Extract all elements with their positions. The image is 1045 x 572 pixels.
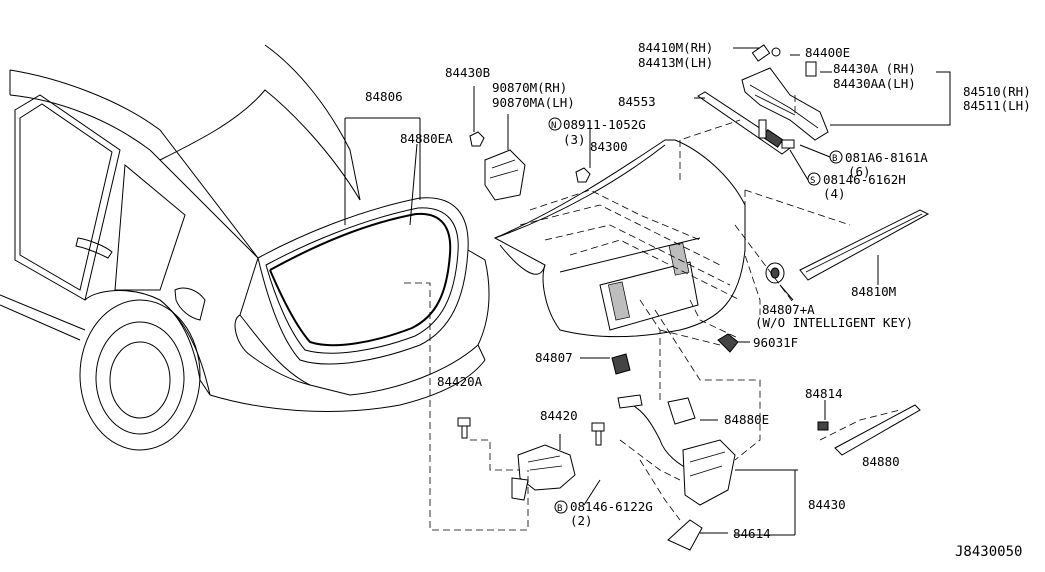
callout-081a6-qty: (6) <box>848 164 871 179</box>
marker-b-08146: B <box>557 504 562 514</box>
callout-08146-6162: 08146-6162H <box>823 172 906 187</box>
marker-n: N <box>551 121 556 131</box>
callout-90870ma: 90870MA(LH) <box>492 95 575 110</box>
callout-84807a-note: (W/O INTELLIGENT KEY) <box>755 315 913 330</box>
callout-84510: 84510(RH) <box>963 84 1031 99</box>
callout-84807a: 84807+A <box>762 302 815 317</box>
callout-08146-6122-qty: (2) <box>570 513 593 528</box>
callout-84400e: 84400E <box>805 45 850 60</box>
callout-84410m: 84410M(RH) <box>638 40 713 55</box>
diagram-id: J8430050 <box>955 544 1022 560</box>
small-parts-drawing <box>457 131 921 551</box>
fastener-markers: N B S B <box>548 117 843 514</box>
callout-84814: 84814 <box>805 386 843 401</box>
callout-84430aa: 84430AA(LH) <box>833 76 916 91</box>
assembly-dashed-lines <box>404 95 901 531</box>
callout-84430: 84430 <box>808 497 846 512</box>
callout-08911-qty: (3) <box>563 132 586 147</box>
callout-84420: 84420 <box>540 408 578 423</box>
trunk-lid-drawing <box>493 139 746 338</box>
callout-84300: 84300 <box>590 139 628 154</box>
callout-84807: 84807 <box>535 350 573 365</box>
callout-84511: 84511(LH) <box>963 98 1031 113</box>
marker-b-081a6: B <box>832 154 837 164</box>
hinge-assembly-drawing <box>697 44 930 284</box>
callout-84880: 84880 <box>862 454 900 469</box>
callout-84810m: 84810M <box>851 284 896 299</box>
callout-08911: 08911-1052G <box>563 117 646 132</box>
callout-84420a: 84420A <box>437 374 483 389</box>
callout-08146-6122: 08146-6122G <box>570 499 653 514</box>
callout-84880ea: 84880EA <box>400 131 453 146</box>
callout-081a6: 081A6-8161A <box>845 150 928 165</box>
callout-84430a: 84430A (RH) <box>833 61 916 76</box>
callout-84614: 84614 <box>733 526 771 541</box>
callout-90870m: 90870M(RH) <box>492 80 567 95</box>
callout-08146-6162-qty: (4) <box>823 186 846 201</box>
callout-84880e: 84880E <box>724 412 769 427</box>
callout-84806: 84806 <box>365 89 403 104</box>
callout-labels: 84806 84880EA 84430B 90870M(RH) 90870MA(… <box>365 40 1031 560</box>
callout-84553: 84553 <box>618 94 656 109</box>
callout-84430b: 84430B <box>445 65 490 80</box>
marker-s: S <box>810 176 815 186</box>
callout-96031f: 96031F <box>753 335 798 350</box>
leader-lines <box>344 47 951 536</box>
car-body-drawing <box>0 44 490 451</box>
callout-84413m: 84413M(LH) <box>638 55 713 70</box>
